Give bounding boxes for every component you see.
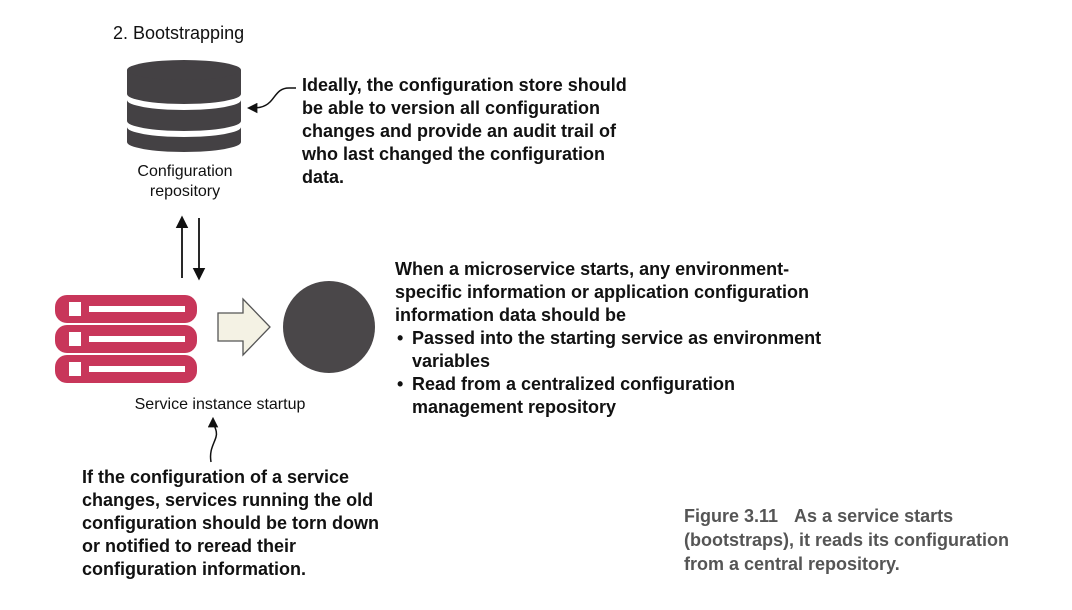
note-versioning: Ideally, the configuration store should … [302, 75, 627, 187]
config-repository-label: Configuration repository [110, 162, 260, 202]
bullet-item: • Read from a centralized configuration … [395, 373, 835, 419]
bullet-text: Read from a centralized configuration ma… [412, 374, 736, 417]
block-arrow-icon [217, 297, 271, 357]
server-stack-icon [55, 295, 197, 383]
config-repository-text: Configuration repository [137, 163, 233, 200]
note-config-change: If the configuration of a service change… [82, 467, 379, 579]
bullet-item: • Passed into the starting service as en… [395, 327, 835, 373]
service-circle-icon [283, 281, 375, 373]
figure-caption-text: As a service starts (bootstraps), it rea… [684, 506, 1010, 574]
callout-arrow-top [246, 87, 296, 114]
server-unit-bottom [55, 355, 197, 383]
bullet-glyph: • [397, 328, 404, 348]
bullet-text: Passed into the starting service as envi… [412, 328, 822, 371]
service-startup-label: Service instance startup [134, 396, 306, 413]
note-startup-intro: When a microservice starts, any environm… [395, 259, 810, 325]
bullet-glyph: • [397, 374, 404, 394]
server-unit-top [55, 295, 197, 323]
server-unit-middle [55, 325, 197, 353]
figure-number: Figure 3.11 [684, 506, 779, 526]
database-icon [127, 60, 241, 152]
step-title: 2. Bootstrapping [113, 23, 245, 43]
note-startup-bullets: • Passed into the starting service as en… [395, 327, 835, 419]
note-startup-config: When a microservice starts, any environm… [395, 258, 835, 419]
callout-arrow-bottom [207, 416, 219, 463]
